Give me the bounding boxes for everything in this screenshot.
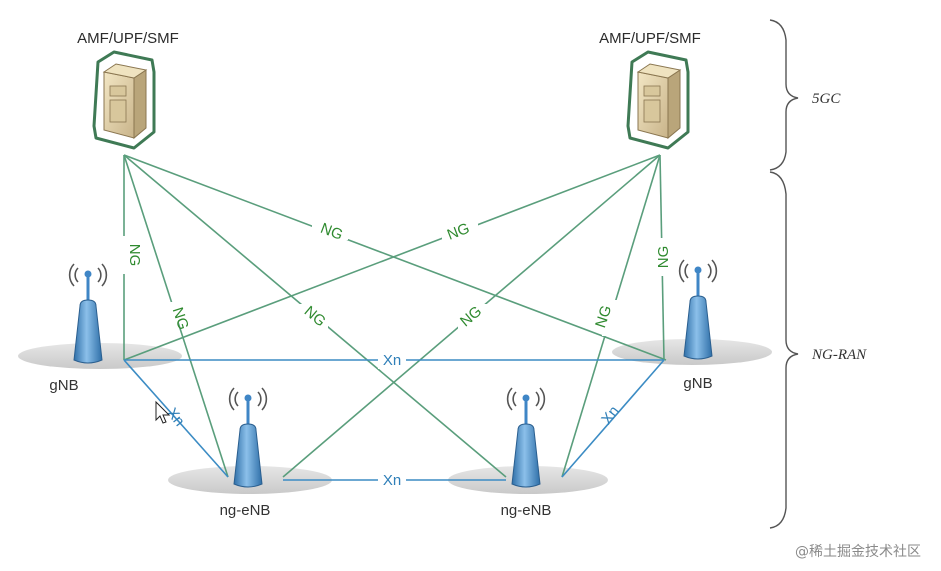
ran-brace-label: NG-RAN: [811, 347, 867, 363]
xn-label: Xn: [598, 403, 623, 428]
ng-label: NG: [445, 220, 472, 244]
ngenb-right-label: ng-eNB: [501, 502, 552, 519]
ngenb-left-antenna-icon: [228, 387, 268, 488]
ng-line: [123, 154, 661, 361]
xn-label: Xn: [383, 472, 401, 489]
gnb-left-antenna-icon: [68, 263, 108, 364]
ng-links: [123, 154, 667, 478]
xn-links: [123, 359, 665, 481]
xn-line: [561, 359, 665, 478]
xn-label: Xn: [383, 352, 401, 369]
ng-label: NG: [655, 246, 672, 269]
gnb-right-label: gNB: [683, 375, 712, 392]
ng-labels: NG NG NG NG NG NG NG NG: [116, 220, 672, 338]
ng-label: NG: [318, 220, 345, 244]
core-brace-label: 5GC: [812, 91, 841, 107]
ngenb-left-label: ng-eNB: [220, 502, 271, 519]
ng-label: NG: [592, 303, 615, 330]
gnb-right-antenna-icon: [678, 259, 718, 360]
gnb-left-label: gNB: [49, 377, 78, 394]
core-right-label: AMF/UPF/SMF: [599, 30, 701, 47]
ng-label: NG: [126, 244, 143, 267]
ng-label: NG: [169, 305, 192, 332]
mouse-cursor-icon: [155, 400, 171, 424]
core-server-left-icon: [92, 50, 156, 150]
core-server-right-icon: [626, 50, 690, 150]
ngenb-right-antenna-icon: [506, 387, 546, 488]
watermark: @稀土掘金技术社区: [795, 544, 921, 560]
ng-line: [123, 154, 667, 361]
ran-brace: [769, 171, 799, 529]
core-left-label: AMF/UPF/SMF: [77, 30, 179, 47]
core-brace: [769, 19, 799, 171]
xn-line: [123, 359, 229, 478]
